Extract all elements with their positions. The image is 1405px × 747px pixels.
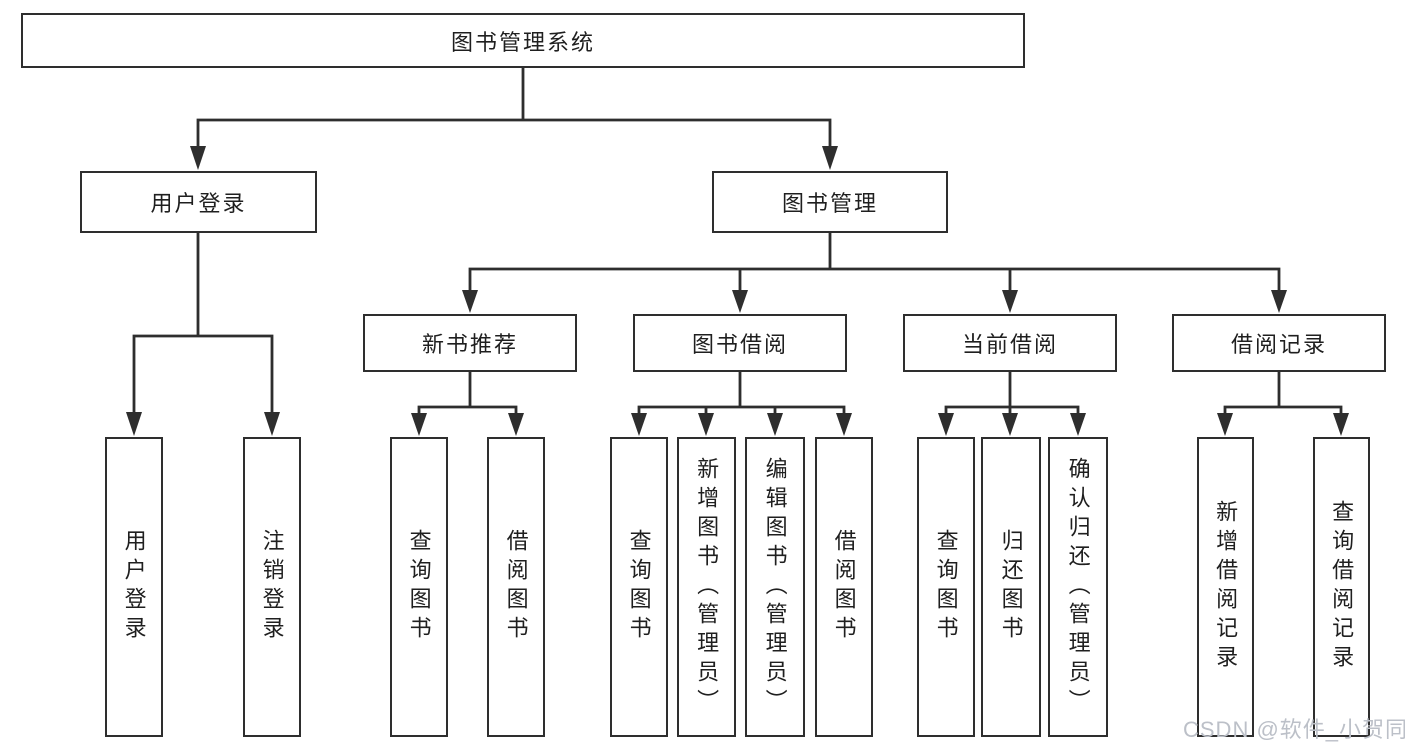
node-label: 查询借阅记录 (1329, 500, 1355, 674)
node-user-login: 用户登录 (80, 171, 317, 233)
node-user-login-leaf: 用户登录 (105, 437, 163, 737)
node-label: 查询图书 (406, 529, 432, 645)
node-label: 新书推荐 (421, 332, 518, 357)
node-borrowing-records: 借阅记录 (1172, 314, 1386, 372)
node-label: 查询图书 (933, 529, 959, 645)
node-label: 用户登录 (121, 529, 147, 645)
node-borrow-books-recommend: 借阅图书 (487, 437, 545, 737)
arrow-down-icon (631, 413, 852, 436)
node-edit-book-admin: 编辑图书（管理员） (745, 437, 805, 737)
node-return-books: 归还图书 (981, 437, 1041, 737)
node-query-books-borrow: 查询图书 (610, 437, 668, 737)
node-add-borrow-record: 新增借阅记录 (1197, 437, 1254, 737)
node-add-book-admin: 新增图书（管理员） (677, 437, 736, 737)
connector-bookmgmt-to-level3 (462, 231, 1287, 313)
connector-line (132, 231, 274, 414)
arrow-down-icon (190, 146, 838, 170)
node-label: 当前借阅 (961, 332, 1058, 357)
node-label: 图书管理 (781, 191, 878, 216)
node-query-books-current: 查询图书 (917, 437, 975, 737)
node-borrow-books-leaf: 借阅图书 (815, 437, 873, 737)
connector-current-to-leaves (938, 370, 1086, 436)
node-query-borrow-record: 查询借阅记录 (1313, 437, 1370, 737)
node-confirm-return-admin: 确认归还（管理员） (1048, 437, 1108, 737)
connector-records-to-leaves (1217, 370, 1349, 436)
connector-line (417, 370, 518, 415)
arrow-down-icon (126, 412, 280, 436)
node-library-management-system: 图书管理系统 (21, 13, 1025, 68)
connector-root-to-level2 (190, 66, 838, 170)
arrow-down-icon (462, 290, 1287, 313)
connector-borrow-to-leaves (631, 370, 852, 436)
node-current-borrowing: 当前借阅 (903, 314, 1117, 372)
node-label: 确认归还（管理员） (1065, 456, 1091, 718)
connector-newbook-to-leaves (411, 370, 524, 436)
connector-userlogin-to-leaves (126, 231, 280, 436)
node-label: 新增借阅记录 (1213, 500, 1239, 674)
connector-line (196, 66, 832, 148)
node-label: 借阅图书 (831, 529, 857, 645)
node-label: 注销登录 (259, 529, 285, 645)
node-label: 图书借阅 (691, 332, 788, 357)
node-book-management: 图书管理 (712, 171, 948, 233)
node-book-borrowing: 图书借阅 (633, 314, 847, 372)
node-new-book-recommend: 新书推荐 (363, 314, 577, 372)
arrow-down-icon (938, 413, 1086, 436)
node-label: 查询图书 (626, 529, 652, 645)
node-query-books-recommend: 查询图书 (390, 437, 448, 737)
arrow-down-icon (411, 413, 524, 436)
node-logout-leaf: 注销登录 (243, 437, 301, 737)
arrow-down-icon (1217, 413, 1349, 436)
node-label: 新增图书（管理员） (694, 456, 720, 718)
node-label: 归还图书 (998, 529, 1024, 645)
node-label: 用户登录 (150, 191, 247, 216)
connector-line (1223, 370, 1343, 415)
node-label: 借阅图书 (503, 529, 529, 645)
connector-line (637, 370, 846, 415)
node-label: 借阅记录 (1230, 332, 1327, 357)
connector-line (944, 370, 1080, 415)
connector-line (468, 231, 1281, 292)
node-label: 编辑图书（管理员） (762, 456, 788, 718)
node-label: 图书管理系统 (450, 29, 595, 55)
csdn-watermark: CSDN @软件_小贺同学 (1183, 717, 1405, 742)
